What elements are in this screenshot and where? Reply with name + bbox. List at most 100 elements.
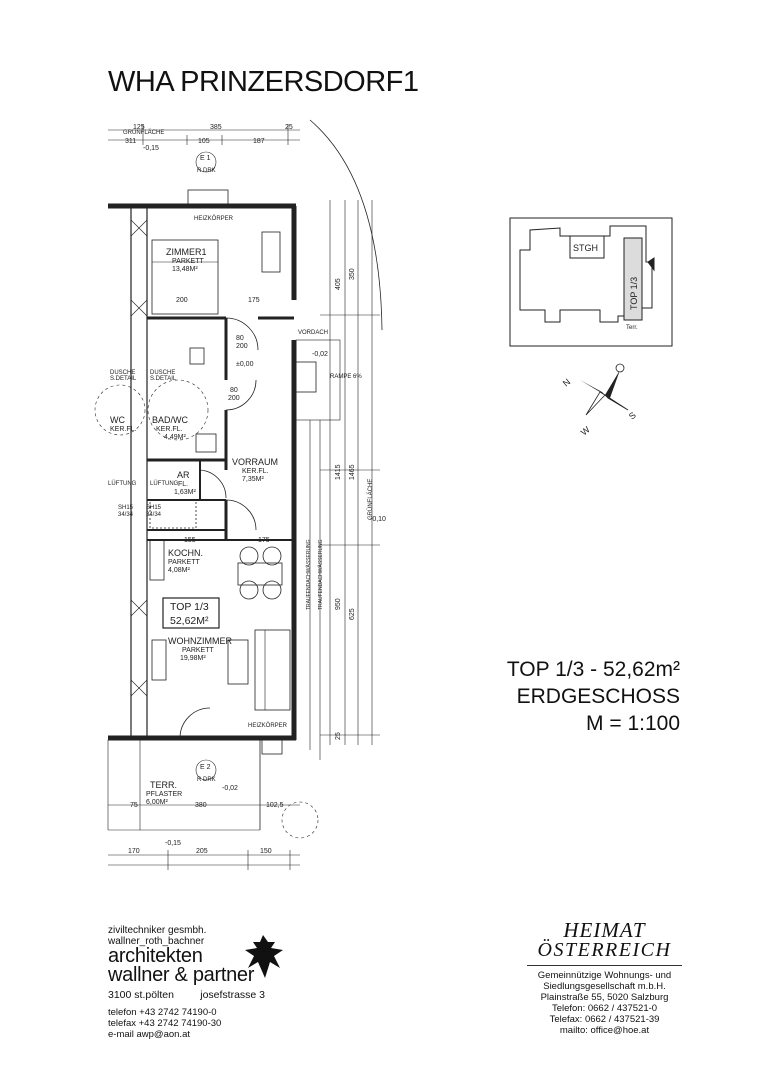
label-entwaesserung-2: TRAUFENDACHWÄSSERUNG — [305, 539, 312, 610]
label-entwaesserung: TRAUFENDACHWÄSSERUNG — [317, 539, 324, 610]
room-floor-kochn: PARKETT — [168, 559, 200, 566]
unit-info-scale: M = 1:100 — [586, 712, 680, 735]
dim-right-0: 405 — [335, 278, 342, 290]
architect-street: josefstrasse 3 — [200, 989, 266, 1001]
dim-mid-1: 175 — [248, 297, 260, 304]
label-gruenflaeche-side: GRÜNFLÄCHE — [367, 479, 374, 520]
dim-bot-2: 102,5 — [266, 802, 284, 809]
dim-right-4: 950 — [335, 598, 342, 610]
compass-s: S — [627, 410, 638, 422]
compass-n: N — [561, 377, 572, 389]
key-plan — [509, 217, 673, 347]
label-schacht-dim-1: 34/34 — [118, 512, 134, 518]
architect-line1: ziviltechniker gesmbh. — [108, 925, 207, 936]
label-dusche-1: DUSCHE — [110, 370, 135, 376]
architect-city: 3100 st.pölten — [108, 989, 174, 1001]
dim-bot-3: 170 — [128, 848, 140, 855]
dim-top-5: 187 — [253, 138, 265, 145]
room-name-terr: TERR. — [150, 780, 177, 790]
architect-block: ziviltechniker gesmbh. wallner_roth_bach… — [108, 925, 308, 1040]
dim-mid-0: 200 — [176, 297, 188, 304]
dim-top-4: 105 — [198, 138, 210, 145]
room-area-wohnzimmer: 19,98M² — [180, 655, 206, 662]
room-area-terr: 6,00M² — [146, 799, 168, 806]
room-name-vorraum: VORRAUM — [232, 457, 278, 467]
dim-bot-0: 75 — [130, 802, 138, 809]
room-name-kochn: KOCHN. — [168, 548, 203, 558]
developer-line3: Plainstraße 55, 5020 Salzburg — [540, 992, 669, 1003]
dim-bot-1: 380 — [195, 802, 207, 809]
architect-name1: architekten — [108, 945, 203, 967]
room-name-wohnzimmer: WOHNZIMMER — [168, 636, 232, 646]
unit-box-line2: 52,62M² — [170, 615, 209, 627]
architect-line2: wallner_roth_bachner — [108, 936, 205, 947]
label-level-m002-a: -0,02 — [312, 351, 328, 358]
architect-contact: telefon +43 2742 74190-0 telefax +43 274… — [108, 1007, 308, 1040]
dim-top-3: 311 — [125, 138, 136, 145]
architect-fax: telefax +43 2742 74190-30 — [108, 1018, 222, 1029]
label-detail-1: S.DETAIL — [110, 376, 137, 382]
key-plan-unit: TOP 1/3 — [629, 277, 639, 310]
developer-fax: Telefax: 0662 / 437521-39 — [549, 1014, 660, 1025]
room-area-bad-wc: 4,49M² — [164, 434, 186, 441]
unit-box-line1: TOP 1/3 — [170, 601, 209, 613]
dim-right-3: 1465 — [349, 464, 356, 480]
dim-right-5: 625 — [349, 608, 356, 620]
label-gruenflaeche-top: GRÜNFLÄCHE — [123, 129, 164, 136]
room-floor-bad-wc: KER.FL. — [156, 426, 183, 433]
developer-divider — [527, 965, 682, 966]
room-area-kochn: 4,08M² — [168, 567, 190, 574]
room-name-wc: WC — [110, 415, 125, 425]
room-name-ar: AR — [177, 470, 190, 480]
room-floor-vorraum: KER.FL. — [242, 468, 269, 475]
dim-bot-5: 150 — [260, 848, 272, 855]
room-floor-zimmer1: PARKETT — [172, 258, 204, 265]
compass-w: W — [579, 424, 592, 437]
label-level-m002-b: -0,02 — [222, 785, 238, 792]
label-dusche-2: DUSCHE — [150, 370, 175, 376]
label-level-m010: -0,10 — [370, 516, 386, 523]
label-lueftung-1: LÜFTUNG — [108, 480, 137, 487]
label-schacht-2: SH15 — [146, 505, 162, 511]
label-level-m015-a: -0,15 — [143, 145, 159, 152]
label-level-m015-b: -0,15 — [165, 840, 181, 847]
dim-right-6: 25 — [335, 732, 342, 740]
label-rampe: RAMPE 6% — [330, 374, 362, 380]
page-title: WHA PRINZERSDORF1 — [108, 66, 419, 98]
label-schacht-dim-2: 34/34 — [146, 512, 162, 518]
label-schacht-1: SH15 — [118, 505, 134, 511]
architect-name2: wallner & partner — [108, 964, 255, 986]
developer-line1: Gemeinnützige Wohnungs- und — [537, 970, 672, 981]
eagle-logo-icon — [245, 935, 283, 978]
compass-icon — [580, 363, 629, 416]
room-floor-terr: PFLASTER — [146, 791, 182, 798]
architect-email: e-mail awp@aon.at — [108, 1029, 190, 1040]
label-lueftung-2: LÜFTUNG — [150, 480, 179, 487]
room-floor-wohnzimmer: PARKETT — [182, 647, 214, 654]
room-area-vorraum: 7,35M² — [242, 476, 264, 483]
unit-info-floor: ERDGESCHOSS — [516, 685, 680, 708]
developer-line2: Siedlungsgesellschaft m.b.H. — [543, 981, 666, 992]
label-entry-bottom-sub: R DRK — [197, 777, 216, 783]
developer-phone: Telefon: 0662 / 437521-0 — [551, 1003, 658, 1014]
label-entry-top: E 1 — [200, 155, 211, 162]
developer-logo-line2: ÖSTERREICH — [537, 939, 672, 961]
label-door-80: 80 — [236, 335, 244, 342]
dim-bot-4: 205 — [196, 848, 208, 855]
label-door-200: 200 — [236, 343, 248, 350]
developer-mail: mailto: office@hoe.at — [559, 1025, 650, 1036]
key-plan-stgh: STGH — [573, 243, 598, 253]
dim-mid-2: 155 — [184, 537, 196, 544]
architect-address: 3100 st.pölten josefstrasse 3 — [108, 989, 308, 1001]
room-floor-ar: FL. — [178, 481, 188, 488]
developer-logo-line1: HEIMAT — [563, 918, 646, 942]
room-name-bad-wc: BAD/WC — [152, 415, 189, 425]
dim-right-1: 350 — [349, 268, 356, 280]
label-door-200-b: 200 — [228, 395, 240, 402]
dim-top-0: 125 — [133, 124, 145, 131]
room-area-zimmer1: 13,48M² — [172, 266, 198, 273]
label-detail-2: S.DETAIL — [150, 376, 177, 382]
developer-block: HEIMAT ÖSTERREICH Gemeinnützige Wohnungs… — [517, 920, 692, 1036]
label-heizkoerper-top: HEIZKÖRPER — [194, 215, 234, 222]
